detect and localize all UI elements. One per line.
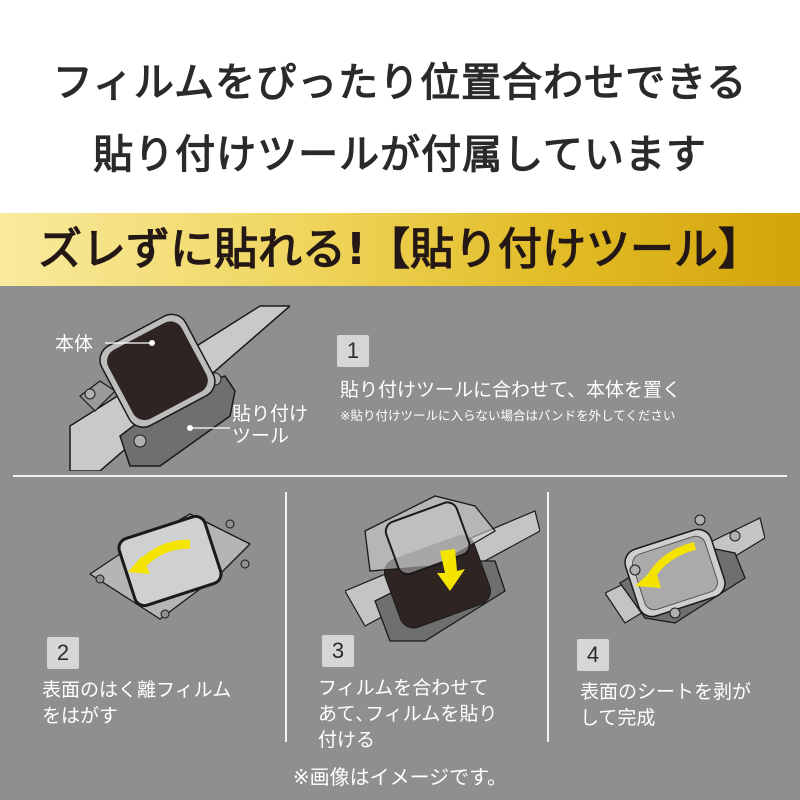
apply-film-illustration <box>345 495 540 642</box>
step-4-badge: 4 <box>577 639 609 671</box>
headline-line-1: フィルムをぴったり位置合わせできる <box>52 60 748 106</box>
step-3-text-line2: あて､フィルムを貼り <box>318 703 498 725</box>
remove-sheet-illustration <box>605 514 765 624</box>
banner: ズレずに貼れる!【貼り付けツール】 <box>0 213 800 286</box>
label-tool-line2: ツール <box>232 425 290 447</box>
label-tool-line1: 貼り付け <box>232 403 309 425</box>
vertical-divider-1 <box>285 492 287 742</box>
peel-film-illustration <box>89 513 251 620</box>
step-3-text-line1: フィルムを合わせて <box>318 677 489 699</box>
vertical-divider-2 <box>547 492 549 742</box>
step-1-text: 貼り付けツールに合わせて、本体を置く <box>340 379 682 401</box>
banner-title: ズレずに貼れる!【貼り付けツール】 <box>37 224 763 275</box>
image-disclaimer: ※画像はイメージです。 <box>292 765 508 789</box>
step-1-badge: 1 <box>337 335 369 367</box>
step-3-text-line3: 付ける <box>318 729 376 751</box>
step-3-badge: 3 <box>322 635 354 667</box>
instruction-panel: 本体 貼り付け ツール 1 貼り付けツールに合わせて、本体を置く ※貼り付けツー… <box>0 286 800 800</box>
step-2-badge: 2 <box>47 637 79 669</box>
step-4-text-line1: 表面のシートを剥が <box>580 681 752 703</box>
label-watch-body: 本体 <box>55 333 94 355</box>
step-1-note: ※貼り付けツールに入らない場合はバンドを外してください <box>340 408 676 423</box>
step-2-text-line2: をはがす <box>42 705 119 727</box>
step-2-text-line1: 表面のはく離フィルム <box>42 679 232 701</box>
step-4-text-line2: して完成 <box>580 707 656 729</box>
watch-in-tool-illustration <box>69 305 290 471</box>
horizontal-divider <box>13 475 787 477</box>
headline-line-2: 貼り付けツールが付属しています <box>93 132 707 178</box>
